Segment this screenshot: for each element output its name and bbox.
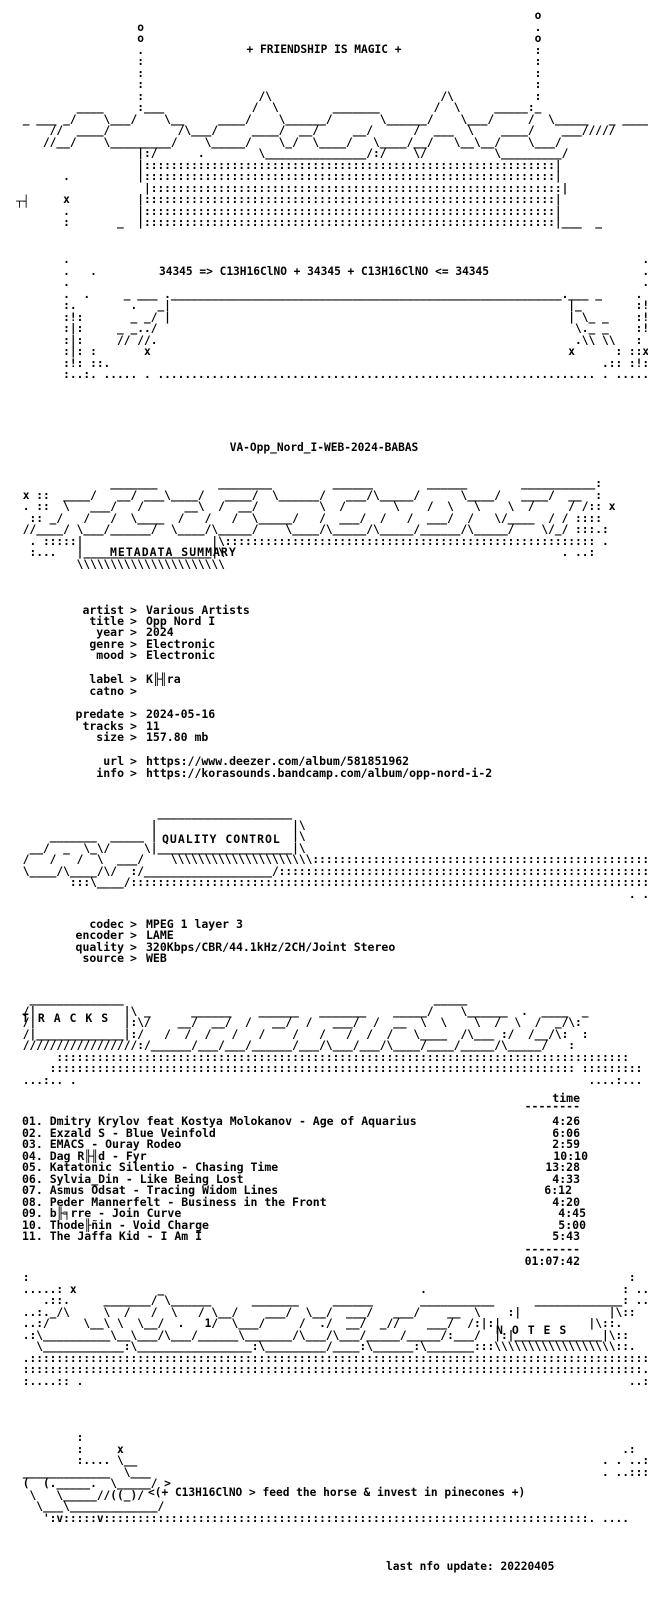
deezer-link[interactable]: https://www.deezer.com/album/581851962 <box>146 754 410 768</box>
track-time: 6:12 <box>544 1183 572 1197</box>
corner-glyph: ┬┤ <box>16 195 30 208</box>
tracks-section-title: T R A C K S <box>22 1011 110 1025</box>
time-separator-bottom: -------- <box>524 1242 580 1256</box>
track-time: 6:06 <box>552 1126 580 1140</box>
track-row: 05. Katatonic Silentio - Chasing Time <box>22 1160 279 1174</box>
metadata-ascii-art: _______ ________ ______ ______ _________… <box>22 477 616 571</box>
header-ascii-art: o o . o o . <box>22 9 648 229</box>
track-time: 5:43 <box>552 1229 580 1243</box>
footer-ascii-art: : : x .: :.... \__ . . ..:::: ______ <box>22 1431 648 1525</box>
metadata-section-title: METADATA SUMMARY <box>110 545 237 559</box>
track-row: 04. Dag R╟╢d - Fyr <box>22 1149 147 1163</box>
time-separator-top: -------- <box>524 1099 580 1113</box>
track-row: 01. Dmitry Krylov feat Kostya Molokanov … <box>22 1114 417 1128</box>
time-column-header: time <box>552 1091 580 1105</box>
track-time: 4:20 <box>552 1195 580 1209</box>
track-row: 06. Sylvia_Din - Like Being Lost <box>22 1172 244 1186</box>
track-time: 4:26 <box>552 1114 580 1128</box>
track-row: 11. The Jaffa Kid - I Am I <box>22 1229 203 1243</box>
notes-section-title: N O T E S <box>496 1323 568 1337</box>
track-row: 10. Thode╟ñin - Void Charge <box>22 1218 209 1232</box>
track-row: 07. Asmus Odsat - Tracing Widom Lines <box>22 1183 279 1197</box>
track-time: 13:28 <box>545 1160 580 1174</box>
header-formula: 34345 => C13H16ClNO + 34345 + C13H16ClNO… <box>158 265 490 278</box>
release-name: VA-Opp_Nord_I-WEB-2024-BABAS <box>229 441 419 454</box>
track-row: 08. Peder Mannerfelt - Business in the F… <box>22 1195 327 1209</box>
total-time: 01:07:42 <box>524 1254 580 1268</box>
track-time: 4:33 <box>552 1172 580 1186</box>
track-time: 2:59 <box>552 1137 580 1151</box>
tracks-ascii-art: ______________ _____ /| |\ _ ______ ____… <box>22 993 643 1087</box>
footer-slogan: <(+ C13H16ClNO > feed the horse & invest… <box>148 1486 526 1499</box>
notes-ascii-art: : : .....: x _ . : ..:> .::. <box>22 1271 648 1388</box>
track-row: 03. EMACS - Ouray Rodeo <box>22 1137 182 1151</box>
track-time: 5:00 <box>558 1218 586 1232</box>
track-row: 02. Exzald S - Blue Veinfold <box>22 1126 216 1140</box>
last-update: last nfo update: 20220405 <box>386 1560 555 1573</box>
header-slogan: + FRIENDSHIP IS MAGIC + <box>246 43 402 56</box>
track-time: 10:10 <box>553 1149 588 1163</box>
quality-ascii-art: ____________________ | |\ _______ _____ … <box>22 807 648 901</box>
bandcamp-link[interactable]: https://korasounds.bandcamp.com/album/op… <box>146 766 493 780</box>
quality-section-title: QUALITY CONTROL <box>162 832 281 846</box>
track-row: 09. b╟╕rre - Join Curve <box>22 1206 182 1220</box>
header-ascii-base: . . . . . . <box>63 253 648 381</box>
track-time: 4:45 <box>558 1206 586 1220</box>
